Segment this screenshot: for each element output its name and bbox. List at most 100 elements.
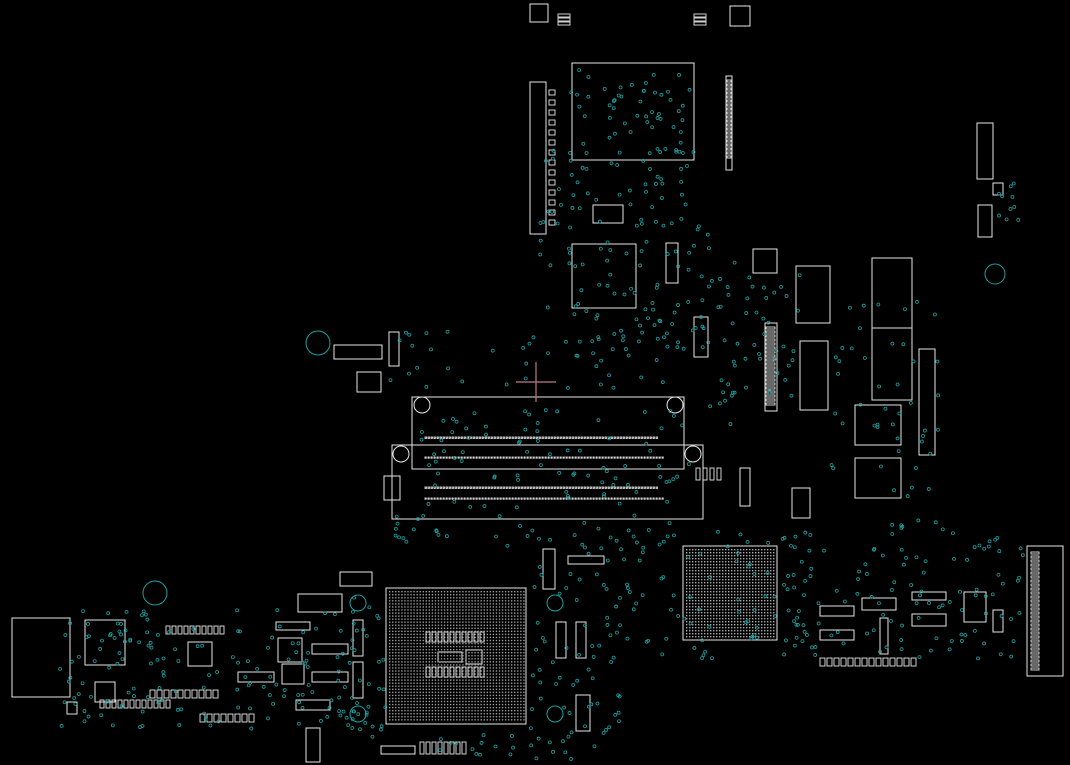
via (728, 422, 733, 426)
dimm-pin (637, 486, 640, 489)
via (568, 225, 573, 230)
via (454, 741, 459, 745)
pad (726, 143, 732, 147)
via (304, 658, 309, 663)
via (660, 652, 665, 657)
via (746, 564, 751, 569)
chip-outline (752, 248, 778, 274)
via (650, 205, 655, 210)
via (452, 499, 457, 504)
dimm-pin (499, 436, 502, 439)
crosshair-cursor (516, 362, 556, 402)
component-outline (575, 694, 591, 732)
via (683, 202, 688, 207)
via (481, 733, 486, 738)
component-outline (333, 344, 383, 360)
via (676, 264, 681, 269)
pad (726, 147, 732, 151)
pad (1030, 655, 1040, 659)
pad (702, 467, 708, 481)
dimm-pin (607, 486, 610, 489)
pad (1030, 595, 1040, 599)
dimm-pin (589, 486, 592, 489)
dimm-pin (442, 456, 445, 459)
dimm-pin (484, 497, 487, 500)
via (699, 315, 703, 319)
via (718, 304, 723, 309)
dimm-pin (529, 436, 532, 439)
component-outline (356, 371, 382, 393)
dimm-pin (532, 456, 535, 459)
via (695, 227, 700, 232)
via (572, 533, 577, 538)
via (523, 409, 527, 414)
via (648, 448, 653, 453)
connector-outline (11, 617, 71, 698)
via (796, 308, 800, 313)
via (350, 638, 355, 643)
via (468, 504, 473, 509)
via (671, 593, 676, 598)
via (92, 659, 97, 664)
via (803, 578, 808, 583)
via (937, 605, 941, 610)
dimm-pin (586, 497, 589, 500)
connector-outline (871, 257, 913, 329)
dimm-pin (589, 456, 592, 459)
via (963, 633, 968, 637)
via (332, 612, 337, 617)
via (583, 623, 587, 628)
via (176, 659, 181, 663)
via (517, 440, 521, 445)
dimm-pin (511, 486, 514, 489)
via (661, 539, 666, 544)
via (201, 685, 206, 690)
via (655, 174, 660, 179)
via (659, 426, 664, 431)
via (297, 700, 302, 705)
dimm-pin (643, 497, 646, 500)
via (878, 649, 882, 654)
pad (1030, 579, 1040, 583)
via (156, 700, 161, 705)
via (646, 638, 651, 643)
via (555, 409, 560, 414)
dimm-pin (604, 486, 607, 489)
dimm-pin (520, 497, 523, 500)
via (397, 535, 401, 540)
via (601, 583, 606, 587)
via (616, 710, 621, 715)
via (899, 547, 904, 552)
via (575, 180, 580, 185)
dimm-pin (496, 486, 499, 489)
via (863, 562, 868, 567)
dimm-pin (607, 497, 610, 500)
dimm-pin (652, 486, 655, 489)
pad (1030, 643, 1040, 647)
via (972, 545, 977, 550)
via (527, 341, 532, 346)
via (110, 723, 115, 728)
via (106, 611, 111, 616)
pad (726, 151, 732, 155)
via (564, 646, 569, 650)
via (1010, 194, 1015, 199)
via (636, 339, 641, 344)
via (767, 389, 772, 394)
via (108, 633, 113, 638)
via (335, 655, 340, 660)
via (609, 660, 614, 664)
via (634, 317, 639, 322)
pad (437, 741, 443, 755)
via (597, 643, 602, 648)
dimm-pin (478, 486, 481, 489)
dimm-pin (598, 497, 601, 500)
dimm-pin (460, 497, 463, 500)
dimm-pin (472, 436, 475, 439)
via (610, 347, 615, 351)
via (601, 466, 606, 470)
via (999, 614, 1004, 618)
component-outline (575, 621, 587, 659)
